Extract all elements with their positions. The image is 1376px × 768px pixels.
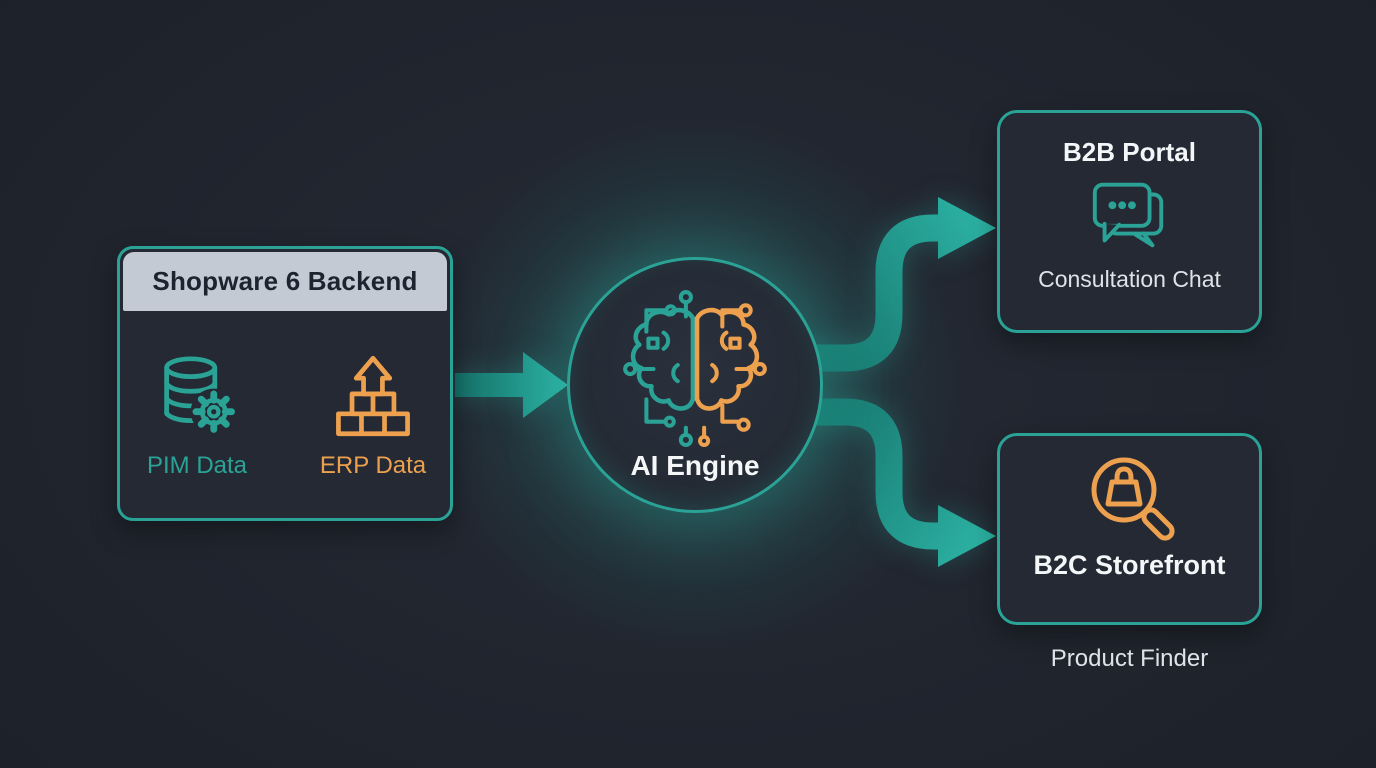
arrow-backend-to-ai-engine	[455, 352, 568, 418]
b2b-portal-box: B2B Portal Consultation Chat	[997, 110, 1262, 333]
b2b-portal-title: B2B Portal	[1063, 137, 1196, 167]
bricks-arrow-icon	[336, 355, 410, 437]
erp-data-item: ERP Data	[313, 352, 433, 480]
ai-engine-label: AI Engine	[630, 450, 760, 481]
backend-body: PIM Data ERP Data	[120, 314, 450, 480]
arrow-ai-engine-to-b2b-portal	[795, 197, 996, 372]
circuit-brain-icon	[623, 290, 767, 447]
erp-data-label: ERP Data	[319, 452, 427, 479]
magnifier-bag-icon	[1091, 457, 1175, 541]
b2b-portal-subtitle: Consultation Chat	[1038, 266, 1221, 292]
pim-data-label: PIM Data	[146, 452, 248, 479]
database-gear-icon	[164, 356, 237, 435]
product-finder-label: Product Finder	[1050, 645, 1209, 672]
shopware-backend-box: Shopware 6 Backend	[117, 246, 453, 521]
b2c-storefront-box: B2C Storefront	[997, 433, 1262, 625]
chat-bubbles-icon	[1092, 182, 1163, 248]
ai-engine-node: AI Engine	[567, 257, 823, 513]
backend-title: Shopware 6 Backend	[152, 266, 418, 296]
arrow-ai-engine-to-b2c-storefront	[795, 398, 996, 567]
backend-header: Shopware 6 Backend	[123, 252, 447, 311]
pim-data-item: PIM Data	[137, 352, 257, 480]
b2c-storefront-title: B2C Storefront	[1033, 550, 1226, 580]
